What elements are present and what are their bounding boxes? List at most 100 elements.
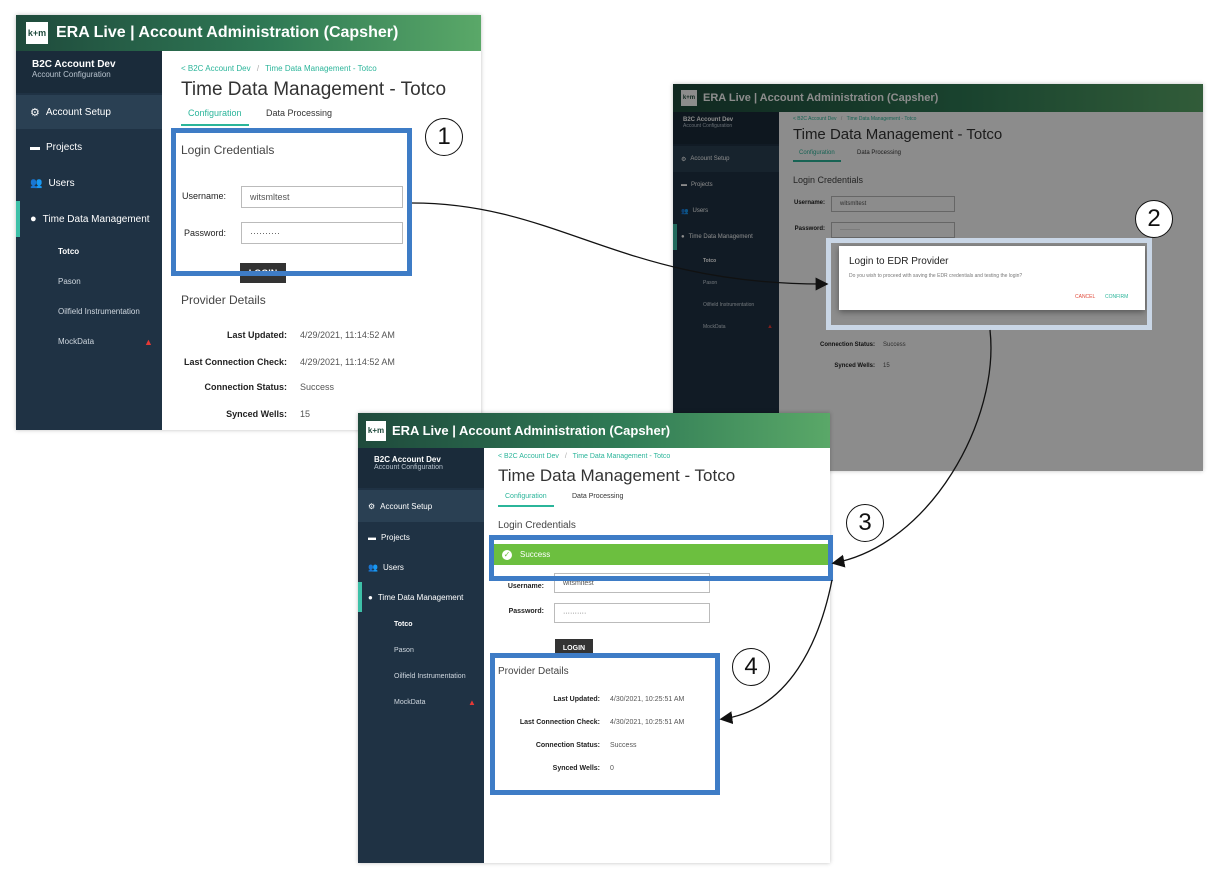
- nav-account-setup[interactable]: ⚙ Account Setup: [16, 95, 162, 129]
- last-check-value: 4/30/2021, 10:25:51 AM: [610, 719, 685, 726]
- folder-icon: ▬: [30, 141, 40, 153]
- nav-sub-oilfield[interactable]: Oilfield Instrumentation: [703, 302, 755, 308]
- breadcrumb: < B2C Account Dev / Time Data Management…: [793, 116, 916, 122]
- wells-label: Synced Wells:: [552, 765, 600, 772]
- dialog-confirm-button[interactable]: CONFIRM: [1105, 294, 1129, 300]
- gears-icon: ⚙: [368, 501, 376, 511]
- users-icon: 👥: [30, 177, 43, 189]
- account-subtitle: Account Configuration: [374, 464, 443, 471]
- last-check-label: Last Connection Check:: [519, 719, 600, 726]
- nav-users[interactable]: 👥 Users: [358, 552, 484, 582]
- status-value: Success: [300, 382, 335, 392]
- tab-data-processing[interactable]: Data Processing: [266, 108, 333, 118]
- tab-configuration[interactable]: Configuration: [793, 150, 841, 162]
- nav-label: Account Setup: [45, 106, 111, 118]
- username-label: Username:: [181, 191, 226, 201]
- dialog-title: Login to EDR Provider: [849, 256, 949, 267]
- nav-account-setup[interactable]: ⚙ Account Setup: [673, 146, 779, 172]
- app-title: ERA Live | Account Administration (Capsh…: [56, 24, 399, 41]
- nav-sub-oilfield[interactable]: Oilfield Instrumentation: [58, 307, 140, 316]
- nav-time-data-management[interactable]: ● Time Data Management: [16, 201, 162, 237]
- nav-projects[interactable]: ▬ Projects: [16, 129, 162, 165]
- account-switcher[interactable]: B2C Account Dev Account Configuration: [16, 51, 162, 93]
- tab-data-processing[interactable]: Data Processing: [857, 150, 902, 156]
- app-title: ERA Live | Account Administration (Capsh…: [392, 423, 671, 438]
- last-updated-label: Last Updated:: [226, 330, 287, 340]
- nav-sub-label: MockData: [58, 337, 95, 346]
- check-circle-icon: ✓: [502, 549, 512, 560]
- clock-icon: ●: [30, 213, 37, 225]
- login-button[interactable]: LOGIN: [555, 639, 593, 657]
- warning-icon: ▲: [767, 324, 773, 330]
- page-title: Time Data Management - Totco: [498, 466, 736, 485]
- nav-label: Users: [382, 562, 404, 572]
- nav-sub-totco[interactable]: Totco: [58, 247, 80, 256]
- nav-projects[interactable]: ▬ Projects: [673, 172, 779, 198]
- confirm-dialog: Login to EDR Provider Do you wish to pro…: [839, 246, 1145, 310]
- username-input[interactable]: witsmltest: [831, 196, 955, 212]
- nav-users[interactable]: 👥 Users: [16, 165, 162, 201]
- nav-label: Account Setup: [380, 501, 433, 511]
- warning-icon: ▲: [144, 337, 153, 347]
- nav-projects[interactable]: ▬ Projects: [358, 522, 484, 552]
- nav-sub-pason[interactable]: Pason: [58, 277, 81, 286]
- last-updated-value: 4/29/2021, 11:14:52 AM: [300, 330, 395, 340]
- account-switcher[interactable]: B2C Account Dev Account Configuration: [358, 448, 484, 488]
- username-label: Username:: [507, 583, 544, 590]
- nav-sub-pason[interactable]: Pason: [394, 647, 414, 654]
- step-number-3: 3: [846, 504, 884, 542]
- step-number-4: 4: [732, 648, 770, 686]
- account-name: B2C Account Dev: [683, 117, 734, 123]
- users-icon: 👥: [368, 562, 378, 572]
- highlight-box-4: [490, 653, 720, 795]
- dialog-message: Do you wish to proceed with saving the E…: [849, 273, 1023, 279]
- nav-label: Projects: [46, 141, 83, 153]
- nav-sub-mockdata[interactable]: MockData ▲: [16, 327, 162, 357]
- password-input[interactable]: ··········: [241, 222, 403, 244]
- breadcrumb-back-link[interactable]: < B2C Account Dev: [181, 64, 251, 73]
- nav-label: Projects: [691, 182, 713, 188]
- page-title: Time Data Management - Totco: [793, 126, 1003, 143]
- wells-value: 0: [610, 765, 614, 772]
- breadcrumb-current: Time Data Management - Totco: [265, 64, 377, 73]
- main-content: < B2C Account Dev / Time Data Management…: [162, 51, 481, 430]
- nav-sub-totco[interactable]: Totco: [394, 621, 413, 628]
- wells-value: 15: [300, 409, 311, 419]
- breadcrumb-back-link[interactable]: < B2C Account Dev: [793, 116, 837, 122]
- password-input[interactable]: ··········: [554, 603, 710, 623]
- nav-sub-oilfield[interactable]: Oilfield Instrumentation: [394, 673, 466, 680]
- last-check-label: Last Connection Check:: [183, 357, 287, 367]
- nav-sub-mockdata[interactable]: MockData ▲: [673, 316, 779, 338]
- company-logo: k+m: [681, 90, 697, 106]
- breadcrumb-separator: /: [564, 453, 567, 460]
- password-label: Password:: [508, 608, 544, 615]
- page-title: Time Data Management - Totco: [181, 79, 447, 100]
- username-input[interactable]: witsmltest: [241, 186, 403, 208]
- password-input[interactable]: ··········: [831, 222, 955, 238]
- highlight-box-3: [489, 535, 833, 581]
- app-header: k+m ERA Live | Account Administration (C…: [16, 15, 481, 51]
- nav-time-data-management[interactable]: ● Time Data Management: [358, 582, 484, 612]
- tab-data-processing[interactable]: Data Processing: [572, 493, 624, 500]
- nav-label: Projects: [381, 532, 410, 542]
- breadcrumb-separator: /: [256, 64, 260, 73]
- nav-sub-mockdata[interactable]: MockData ▲: [358, 690, 484, 716]
- account-name: B2C Account Dev: [32, 59, 116, 70]
- folder-icon: ▬: [368, 532, 376, 542]
- screenshot-step-1: k+m ERA Live | Account Administration (C…: [16, 15, 481, 430]
- password-label: Password:: [183, 228, 226, 238]
- breadcrumb-back-link[interactable]: < B2C Account Dev: [498, 453, 559, 460]
- provider-details-heading: Provider Details: [498, 666, 569, 677]
- account-switcher[interactable]: B2C Account Dev Account Configuration: [673, 112, 779, 144]
- nav-account-setup[interactable]: ⚙ Account Setup: [358, 490, 484, 522]
- breadcrumb: < B2C Account Dev / Time Data Management…: [498, 453, 670, 460]
- nav-label: Users: [48, 177, 75, 189]
- dialog-cancel-button[interactable]: CANCEL: [1075, 294, 1096, 300]
- account-subtitle: Account Configuration: [683, 123, 733, 129]
- breadcrumb-current: Time Data Management - Totco: [572, 453, 671, 460]
- tab-configuration[interactable]: Configuration: [181, 108, 249, 126]
- last-updated-label: Last Updated:: [553, 696, 600, 703]
- tab-configuration[interactable]: Configuration: [498, 493, 554, 507]
- step-number-1: 1: [425, 118, 463, 156]
- last-check-value: 4/29/2021, 11:14:52 AM: [300, 357, 395, 367]
